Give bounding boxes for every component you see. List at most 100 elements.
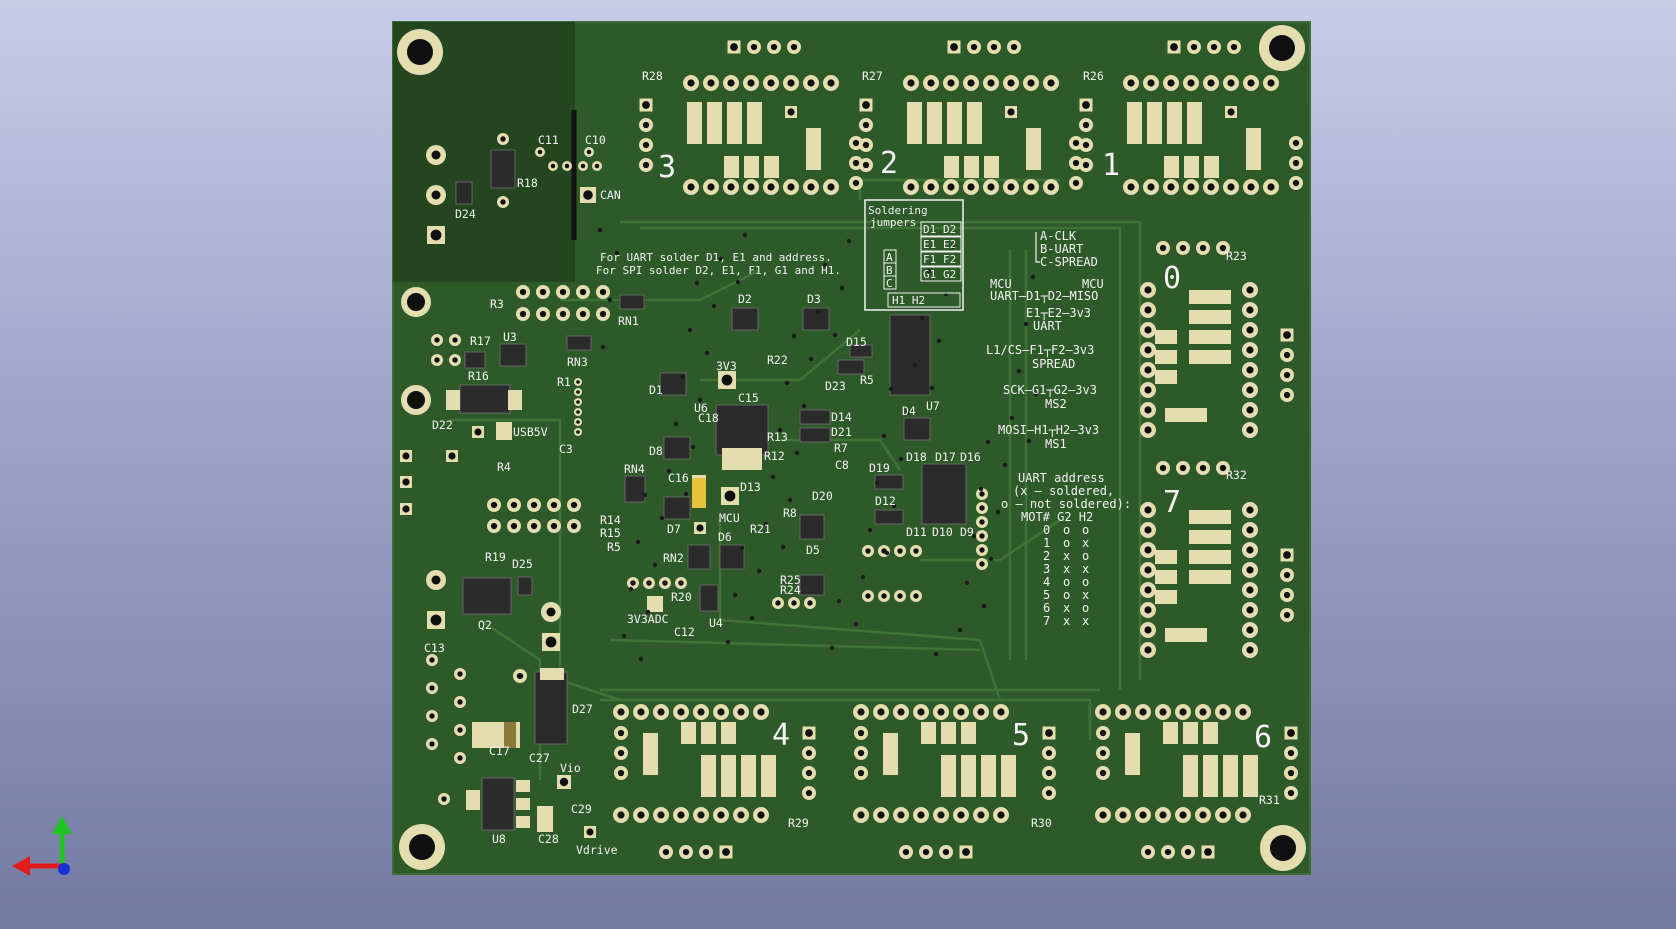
smd-pad xyxy=(961,755,976,797)
via xyxy=(680,374,686,380)
pcb-board xyxy=(392,21,1311,875)
pad-hole xyxy=(1199,244,1207,252)
via xyxy=(888,386,894,392)
smd-pad xyxy=(701,755,716,797)
via xyxy=(1033,391,1039,397)
pad-hole xyxy=(1144,406,1152,414)
legend-line: MS2 xyxy=(1045,397,1067,411)
pad-hole xyxy=(1246,426,1254,434)
designator-d13: D13 xyxy=(740,480,761,494)
designator-r29: R29 xyxy=(788,816,809,830)
mounting-hole xyxy=(409,834,435,860)
pad-hole xyxy=(1144,346,1152,354)
designator-r28: R28 xyxy=(642,69,663,83)
designator-r5: R5 xyxy=(607,540,621,554)
pad-hole xyxy=(457,755,463,761)
pad-hole xyxy=(979,491,985,497)
designator-usb5v: USB5V xyxy=(513,425,548,439)
pad-hole xyxy=(637,708,645,716)
via xyxy=(780,544,786,550)
jumper-label: D2 xyxy=(943,223,956,236)
smd-pad xyxy=(496,422,512,440)
jumper-label: E1 xyxy=(923,238,936,251)
via xyxy=(929,385,935,391)
axis-gizmo[interactable] xyxy=(12,816,72,876)
via xyxy=(1026,438,1032,444)
pad-hole xyxy=(1246,546,1254,554)
designator-d22: D22 xyxy=(432,418,453,432)
addr-cell: x xyxy=(1082,562,1089,576)
via xyxy=(988,556,994,562)
designator-rn3: RN3 xyxy=(567,355,588,369)
pad-hole xyxy=(1267,79,1275,87)
ic-package xyxy=(624,475,646,503)
smd-pad xyxy=(984,156,999,178)
pad-hole xyxy=(1147,183,1155,191)
pad-hole xyxy=(583,190,593,200)
via xyxy=(867,527,873,533)
pad-hole xyxy=(1283,331,1291,339)
pad-hole xyxy=(979,533,985,539)
pad-hole xyxy=(979,547,985,553)
pad-hole xyxy=(737,708,745,716)
smd-pad xyxy=(967,102,982,144)
pad-hole xyxy=(1246,386,1254,394)
designator-d6: D6 xyxy=(718,530,732,544)
pad-hole xyxy=(1283,571,1291,579)
designator-q2: Q2 xyxy=(478,618,492,632)
via xyxy=(971,533,977,539)
designator-r3: R3 xyxy=(490,297,504,311)
pad-hole xyxy=(1144,506,1152,514)
smd-pad xyxy=(1184,156,1199,178)
pad-hole xyxy=(862,101,870,109)
pad-hole xyxy=(1144,566,1152,574)
smd-pad xyxy=(1189,350,1231,364)
ic-package xyxy=(534,671,568,745)
pad-hole xyxy=(1007,79,1015,87)
pad-hole xyxy=(707,79,715,87)
pad-hole xyxy=(1144,546,1152,554)
designator-r26: R26 xyxy=(1083,69,1104,83)
designator-r21: R21 xyxy=(750,522,771,536)
pad-hole xyxy=(1283,391,1291,399)
via xyxy=(1002,462,1008,468)
addr-cell: o xyxy=(1082,575,1089,589)
designator-c10: C10 xyxy=(585,133,606,147)
pad-hole xyxy=(979,561,985,567)
addr-cell: o xyxy=(1063,523,1070,537)
ic-package xyxy=(490,149,516,189)
pad-hole xyxy=(559,288,567,296)
legend-line: UART–D1┬D2–MISO xyxy=(990,289,1098,303)
via xyxy=(787,497,793,503)
pad-hole xyxy=(1287,749,1295,757)
via xyxy=(784,380,790,386)
legend-abc: B-UART xyxy=(1040,242,1083,256)
pad-hole xyxy=(1045,789,1053,797)
pad-hole xyxy=(434,357,440,363)
ic-package xyxy=(517,576,533,596)
designator-u7: U7 xyxy=(926,399,940,413)
pad-hole xyxy=(1144,848,1152,856)
smd-pad xyxy=(1223,755,1238,797)
pad-hole xyxy=(1007,183,1015,191)
pad-hole xyxy=(977,811,985,819)
pad-hole xyxy=(1167,183,1175,191)
designator-c12: C12 xyxy=(674,625,695,639)
smd-pad xyxy=(921,722,936,744)
pad-hole xyxy=(767,79,775,87)
pad-hole xyxy=(805,769,813,777)
pad-hole xyxy=(857,708,865,716)
pad-hole xyxy=(1179,811,1187,819)
smd-pad xyxy=(907,102,922,144)
via xyxy=(704,350,710,356)
pad-hole xyxy=(1199,708,1207,716)
via xyxy=(652,562,658,568)
pad-hole xyxy=(897,708,905,716)
jumper-abc-label: C xyxy=(886,277,893,290)
pad-hole xyxy=(937,811,945,819)
via xyxy=(874,480,880,486)
y-axis-arrowhead xyxy=(52,816,72,834)
designator-vdrive: Vdrive xyxy=(576,843,618,857)
